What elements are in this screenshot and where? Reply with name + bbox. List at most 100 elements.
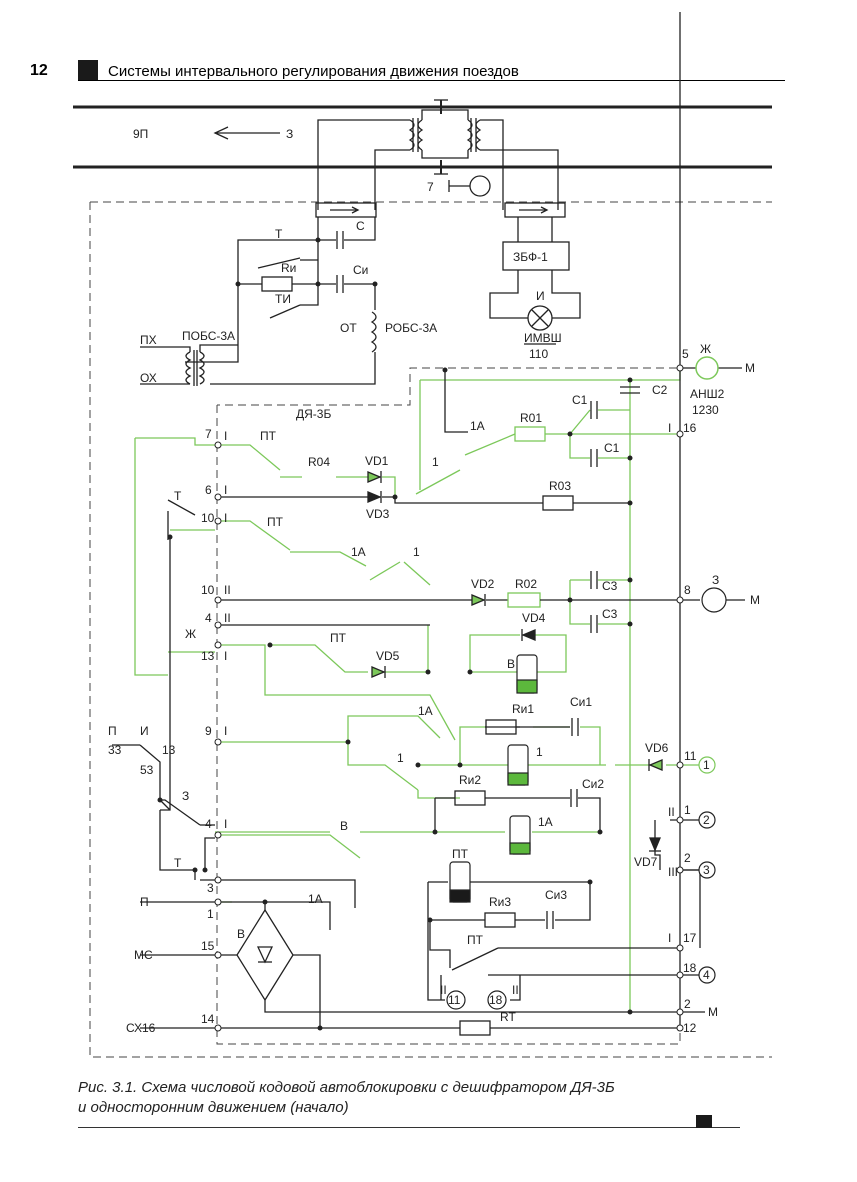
label-imvsh-i: И [536,289,545,303]
label-vd4: VD4 [522,611,546,625]
label-m1: М [745,361,755,375]
label-arrow-z: З [286,127,293,141]
label-c-top: С [356,219,365,233]
mark-i-5: I [224,724,227,738]
label-vd5: VD5 [376,649,400,663]
circle-2: 2 [703,813,710,827]
track-section [73,99,772,386]
label-cu-top: Си [353,263,368,277]
label-vd7: VD7 [634,855,658,869]
label-r02: R02 [515,577,537,591]
label-13: 13 [162,743,176,757]
mark-i-1: I [224,429,227,443]
term-left-15: 15 [201,939,215,953]
circle-4: 4 [703,968,710,982]
label-1a-b: 1А [351,545,366,559]
capacitors [546,386,640,930]
label-r03: R03 [549,479,571,493]
page-number: 12 [30,62,48,79]
label-m3: М [708,1005,718,1019]
label-ru3: Rи3 [489,895,511,909]
mark-i-3: I [224,511,227,525]
label-vd6: VD6 [645,741,669,755]
label-t-top: Т [275,227,283,241]
label-pt4: ПТ [467,933,484,947]
label-vd3: VD3 [366,507,390,521]
mark-ii-2: II [224,611,231,625]
label-33: 33 [108,743,122,757]
cabinet-boundary [89,201,772,1058]
figure-caption: Рис. 3.1. Схема числовой кодовой автобло… [78,1078,718,1118]
label-pobs: ПОБС-3А [182,329,235,343]
footer-rule [78,1127,740,1128]
term-left-1: 1 [207,907,214,921]
caption-line-2: и односторонним движением (начало) [78,1099,349,1116]
label-1-a: 1 [432,455,439,469]
term-left-4b: 4 [205,817,212,831]
label-cu3: Си3 [545,888,567,902]
label-m2: М [750,593,760,607]
label-imvsh: ИМВШ [524,331,562,345]
mark-i-8: I [668,931,671,945]
label-rt: RT [500,1010,516,1024]
circle-18: 18 [489,993,503,1007]
footer-block [696,1115,712,1128]
label-1a-d: 1А [308,892,323,906]
label-relay-1: 1 [536,745,543,759]
term-left-3: 3 [207,881,214,895]
page-header: 12 Системы интервального регулирования д… [0,58,785,82]
label-t-low: Т [174,856,182,870]
label-z-contact: З [182,789,189,803]
label-ru1: Rи1 [512,702,534,716]
label-px: ПХ [140,333,157,347]
label-9p: 9П [133,127,148,141]
term-right-16: 16 [683,421,697,435]
relays [449,654,538,903]
term-left-9: 9 [205,724,212,738]
label-1a-c: 1А [418,704,433,718]
caption-line-1: Рис. 3.1. Схема числовой кодовой автобло… [78,1079,615,1096]
label-pt2: ПТ [267,515,284,529]
label-signal-7: 7 [427,180,434,194]
mark-ii-5: II [668,805,675,819]
header-title: Системы интервального регулирования движ… [108,63,519,80]
label-imvsh-num: 110 [529,347,548,361]
label-cu1: Си1 [570,695,592,709]
term-right-2a: 2 [684,851,691,865]
mark-ii-4: II [512,983,519,997]
label-1-b: 1 [413,545,420,559]
circle-3: 3 [703,863,710,877]
circle-11: 11 [448,993,461,1007]
label-1a-a: 1А [470,419,485,433]
junctions [157,237,633,1031]
term-right-1: 1 [684,803,691,817]
label-ox: ОХ [140,371,157,385]
label-t-mid: Т [174,489,182,503]
external-circles [446,356,727,1010]
label-vd1: VD1 [365,454,389,468]
term-left-10a: 10 [201,511,215,525]
label-robs: РОБС-3А [385,321,437,335]
mark-ii-1: II [224,583,231,597]
term-right-8: 8 [684,583,691,597]
mark-i-7: I [668,421,671,435]
label-z-right: З [712,573,719,587]
label-zh: Ж [185,627,196,641]
term-left-14: 14 [201,1012,215,1026]
label-vd2: VD2 [471,577,495,591]
diodes [256,471,663,964]
label-pt1: ПТ [260,429,277,443]
circle-1: 1 [703,758,710,772]
green-wiring [134,368,700,1012]
term-left-6: 6 [205,483,212,497]
term-left-7: 7 [205,427,212,441]
mark-ii-3: II [440,983,447,997]
term-right-17: 17 [683,931,697,945]
terminals [214,364,684,1032]
label-ru-top: Rи [281,261,296,275]
label-relay-pt: ПТ [452,847,469,861]
label-contact-b: В [340,819,348,833]
header-rule [78,80,785,81]
label-zbf: ЗБФ-1 [513,250,548,264]
